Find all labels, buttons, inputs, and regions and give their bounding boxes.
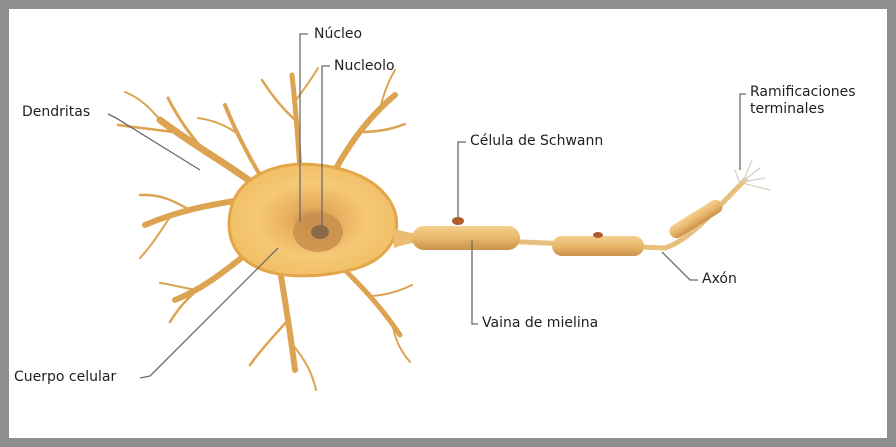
label-dendritas: Dendritas — [22, 104, 90, 121]
label-vaina-mielina: Vaina de mielina — [482, 315, 598, 332]
myelin-sheath-3 — [667, 197, 725, 241]
leader-ramificaciones — [740, 94, 746, 170]
leader-vaina — [472, 240, 478, 324]
label-nucleolo: Nucleolo — [334, 58, 395, 75]
label-nucleo: Núcleo — [314, 26, 362, 43]
myelin-sheath-1 — [412, 226, 520, 250]
schwann-cell-nucleus — [452, 217, 464, 225]
label-ramificaciones-line2: terminales — [750, 101, 824, 118]
label-ramificaciones-line1: Ramificaciones — [750, 84, 856, 101]
myelin-sheath-2 — [552, 236, 644, 256]
leader-axon — [662, 252, 698, 280]
label-celula-schwann: Célula de Schwann — [470, 133, 603, 150]
schwann-cell-nucleus-2 — [593, 232, 603, 238]
nucleolus — [311, 225, 329, 239]
label-cuerpo-celular: Cuerpo celular — [14, 369, 116, 386]
leader-schwann — [458, 142, 466, 218]
label-axon: Axón — [702, 271, 737, 288]
